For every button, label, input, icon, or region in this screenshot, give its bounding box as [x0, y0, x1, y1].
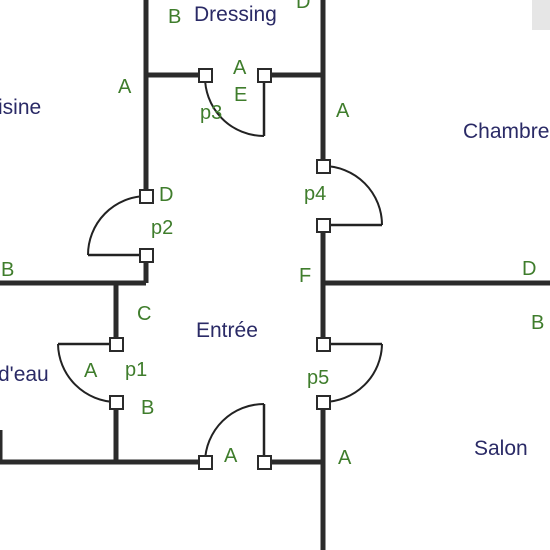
door-label-p1: p1	[125, 359, 147, 381]
tag-b-left-wall: B	[1, 259, 14, 281]
door-label-p5: p5	[307, 367, 329, 389]
door-bottom-graphic	[204, 403, 266, 463]
node-p4-top	[316, 159, 331, 174]
tag-f-right: F	[299, 265, 311, 287]
tag-a-bottom-right: A	[338, 447, 352, 469]
room-salon: Salon	[474, 437, 528, 460]
tag-a-left-upper: A	[118, 76, 132, 98]
room-entree: Entrée	[196, 319, 258, 342]
node-bottom-left	[198, 455, 213, 470]
tag-d-dressing: D	[296, 0, 310, 13]
nodes	[109, 68, 331, 470]
door-label-p4: p4	[304, 183, 326, 205]
tag-a-bottom-door: A	[224, 445, 238, 467]
room-dressing: Dressing	[194, 3, 277, 26]
tag-b-dressing: B	[168, 6, 181, 28]
node-p2-top	[139, 189, 154, 204]
tag-d-p2: D	[159, 184, 173, 206]
tag-a-p3: A	[233, 57, 247, 79]
node-p2-bottom	[139, 248, 154, 263]
tag-c-p1: C	[137, 303, 151, 325]
node-bottom-right	[257, 455, 272, 470]
room-cuisine: isine	[0, 96, 41, 119]
tag-e-p3: E	[234, 84, 247, 106]
door-p5-graphic	[322, 342, 383, 403]
door-p2-graphic	[87, 195, 147, 257]
room-chambre: Chambre	[463, 120, 549, 143]
node-p1-bottom	[109, 395, 124, 410]
node-p4-bottom	[316, 218, 331, 233]
node-p5-top	[316, 337, 331, 352]
tag-b-p1: B	[141, 397, 154, 419]
door-label-p2: p2	[151, 217, 173, 239]
door-label-p3: p3	[200, 102, 222, 124]
node-p5-bottom	[316, 395, 331, 410]
door-p4-graphic	[322, 165, 383, 227]
door-p3-graphic	[203, 74, 266, 137]
room-salle-eau: d'eau	[0, 363, 49, 386]
node-p3-left	[198, 68, 213, 83]
node-p1-top	[109, 337, 124, 352]
door-p1-graphic	[57, 342, 117, 403]
tag-b-right-wall: B	[531, 312, 544, 334]
tag-a-right-upper: A	[336, 100, 350, 122]
corner-shade	[532, 0, 550, 30]
tag-d-right-wall: D	[522, 258, 536, 280]
node-p3-right	[257, 68, 272, 83]
tag-a-p1: A	[84, 360, 98, 382]
